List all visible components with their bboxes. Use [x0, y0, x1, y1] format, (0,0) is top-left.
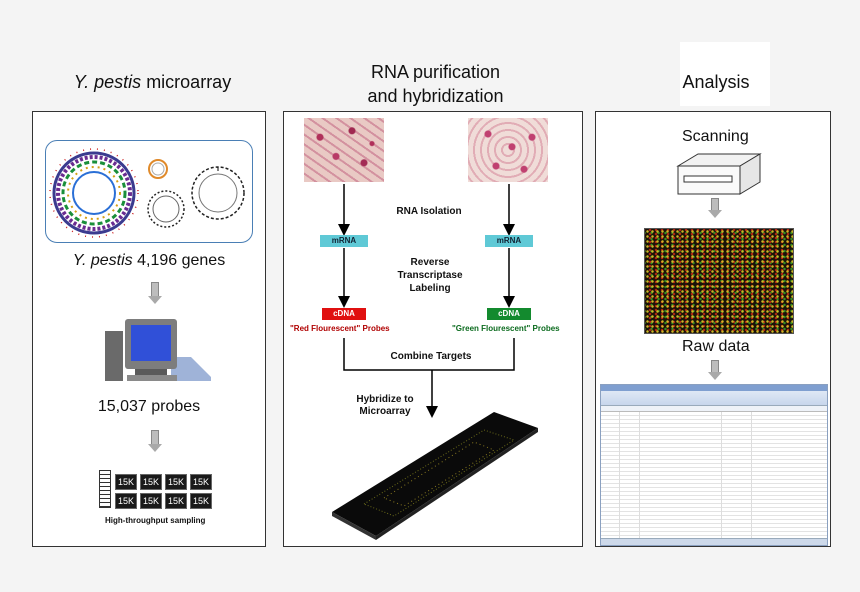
genes-label: Y. pestis 4,196 genes	[33, 252, 265, 270]
mrna-tag-right: mRNA	[485, 235, 533, 247]
green-probes-label: "Green Flourescent" Probes	[452, 324, 560, 333]
sample-plate: 15K 15K 15K 15K 15K 15K 15K 15K	[99, 470, 213, 509]
micrograph-right	[468, 118, 548, 182]
grid-cell: 15K	[115, 493, 137, 509]
spreadsheet-image	[600, 384, 828, 546]
title-suffix: microarray	[141, 72, 232, 92]
grid-cell: 15K	[140, 493, 162, 509]
spreadsheet-status-bar	[601, 538, 827, 545]
analysis-title-box	[680, 42, 770, 106]
hybridize-label: Hybridize to Microarray	[340, 394, 430, 418]
probe-grid: 15K 15K 15K 15K 15K 15K 15K 15K	[115, 474, 212, 509]
right-panel-title: Analysis	[682, 72, 750, 92]
genes-count: 4,196 genes	[132, 252, 226, 269]
scanner-icon	[676, 153, 762, 195]
scanning-label: Scanning	[682, 128, 749, 145]
middle-panel-title: RNA purification and hybridization	[328, 60, 543, 108]
spreadsheet-grid	[601, 412, 827, 538]
sampling-label: High-throughput sampling	[105, 516, 206, 525]
rt-line-1: Reverse	[410, 257, 450, 268]
combine-targets-label: Combine Targets	[390, 351, 472, 362]
raw-data-label: Raw data	[682, 338, 750, 355]
grid-cell: 15K	[140, 474, 162, 490]
grid-cell: 15K	[190, 474, 212, 490]
micrograph-left	[304, 118, 384, 182]
probes-label: 15,037 probes	[97, 398, 201, 415]
rna-isolation-label: RNA Isolation	[396, 206, 462, 217]
flow-arrows	[338, 184, 515, 418]
mrna-tag-left: mRNA	[320, 235, 368, 247]
left-panel-title: Y. pestis microarray	[40, 72, 265, 93]
computer-icon	[105, 319, 211, 381]
raw-data-image	[644, 228, 794, 334]
middle-panel: RNA Isolation mRNA mRNA Reverse Transcri…	[283, 111, 583, 547]
title-line-1: RNA purification	[370, 62, 501, 82]
grid-cell: 15K	[165, 493, 187, 509]
left-panel: Y. pestis 4,196 genes 15,037 probes 15K …	[32, 111, 266, 547]
down-arrow-icon	[148, 282, 162, 304]
grid-cell: 15K	[190, 493, 212, 509]
cdna-tag-green: cDNA	[487, 308, 531, 320]
right-panel: Scanning Raw data	[595, 111, 831, 547]
microarray-slide-icon	[332, 412, 538, 540]
rt-line-3: Labeling	[409, 283, 451, 294]
red-probes-label: "Red Flourescent" Probes	[290, 324, 390, 333]
genes-species: Y. pestis	[72, 252, 133, 269]
spreadsheet-ribbon	[601, 391, 827, 406]
genome-maps-icon	[49, 148, 245, 238]
grid-cell: 15K	[115, 474, 137, 490]
spreadsheet-formula-bar	[601, 406, 827, 412]
down-arrow-icon	[708, 198, 722, 218]
plate-rack	[99, 470, 111, 508]
grid-cell: 15K	[165, 474, 187, 490]
genome-map-box	[45, 140, 253, 243]
spreadsheet-title-bar	[601, 385, 827, 391]
title-species: Y. pestis	[73, 72, 142, 92]
hyb-line-1: Hybridize to	[356, 394, 414, 405]
down-arrow-icon	[148, 430, 162, 452]
cdna-tag-red: cDNA	[322, 308, 366, 320]
rt-labeling-label: Reverse Transcriptase Labeling	[380, 256, 480, 295]
hyb-line-2: Microarray	[359, 406, 411, 417]
title-line-2: and hybridization	[367, 86, 504, 106]
down-arrow-icon	[708, 360, 722, 380]
rt-line-2: Transcriptase	[397, 270, 463, 281]
